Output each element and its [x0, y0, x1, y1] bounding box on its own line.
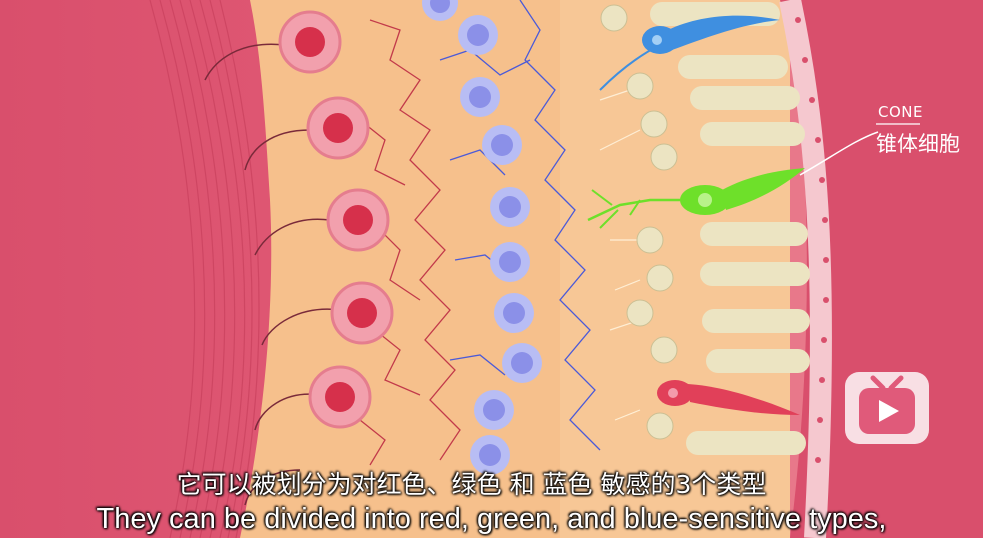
- axons: [204, 43, 341, 506]
- green-cone-cell: [587, 168, 805, 229]
- bipolar-cells: [422, 0, 542, 475]
- cone-label-cn: 锥体细胞: [876, 132, 960, 156]
- blue-dendrites: [439, 0, 601, 451]
- cone-label-pointer: [799, 131, 879, 176]
- cone-label-en: CONE: [878, 103, 923, 121]
- membrane-column: [779, 0, 832, 538]
- blue-cone-cell: [599, 15, 780, 91]
- ganglion-cells: [278, 10, 394, 429]
- play-tv-icon: [859, 375, 915, 434]
- red-dendrites: [359, 19, 461, 466]
- membrane-dots: [795, 17, 829, 463]
- rod-cells: [600, 2, 810, 455]
- subtitle-chinese: 它可以被划分为对红色、绿色 和 蓝色 敏感的3个类型: [176, 470, 767, 499]
- subtitle-english: They can be divided into red, green, and…: [96, 503, 887, 535]
- red-cone-cell: [657, 380, 800, 415]
- video-site-logo: [845, 372, 929, 444]
